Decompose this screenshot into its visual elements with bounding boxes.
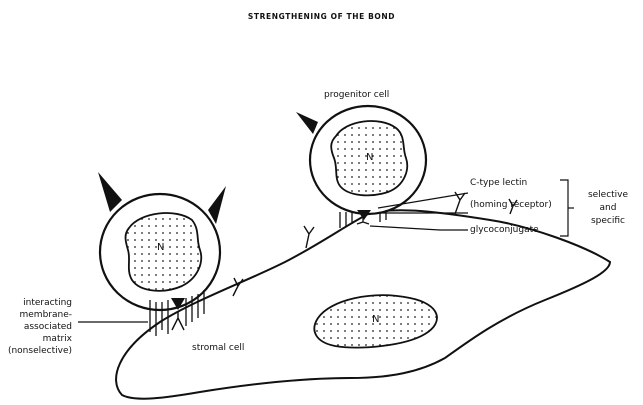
c-type-lectin-label: C-type lectin (470, 178, 527, 189)
nucleus-stromal-label: N (372, 314, 379, 325)
selective-label: selective (576, 190, 640, 201)
nucleus-left-label: N (157, 242, 164, 253)
nucleus-right-label: N (366, 152, 373, 163)
glycoconjugate-label: glycoconjugate (470, 225, 539, 236)
interacting-label-4: matrix (2, 334, 72, 345)
membrane-spike-right-1 (296, 112, 318, 134)
membrane-spike-left-1 (98, 172, 122, 212)
interacting-label-5: (nonselective) (2, 346, 72, 357)
stromal-cell-label: stromal cell (192, 343, 244, 354)
interacting-label-1: interacting (2, 298, 72, 309)
homing-receptor-label: (homing receptor) (470, 200, 552, 211)
specific-label: specific (576, 216, 640, 227)
diagram-title: STRENGTHENING OF THE BOND (0, 12, 643, 21)
progenitor-cell-left (98, 172, 226, 310)
interacting-label-2: membrane- (2, 310, 72, 321)
progenitor-cell-label: progenitor cell (324, 90, 389, 101)
and-label: and (576, 203, 640, 214)
interacting-label-3: associated (2, 322, 72, 333)
progenitor-cell-right (296, 106, 426, 214)
membrane-spike-left-2 (208, 186, 226, 224)
